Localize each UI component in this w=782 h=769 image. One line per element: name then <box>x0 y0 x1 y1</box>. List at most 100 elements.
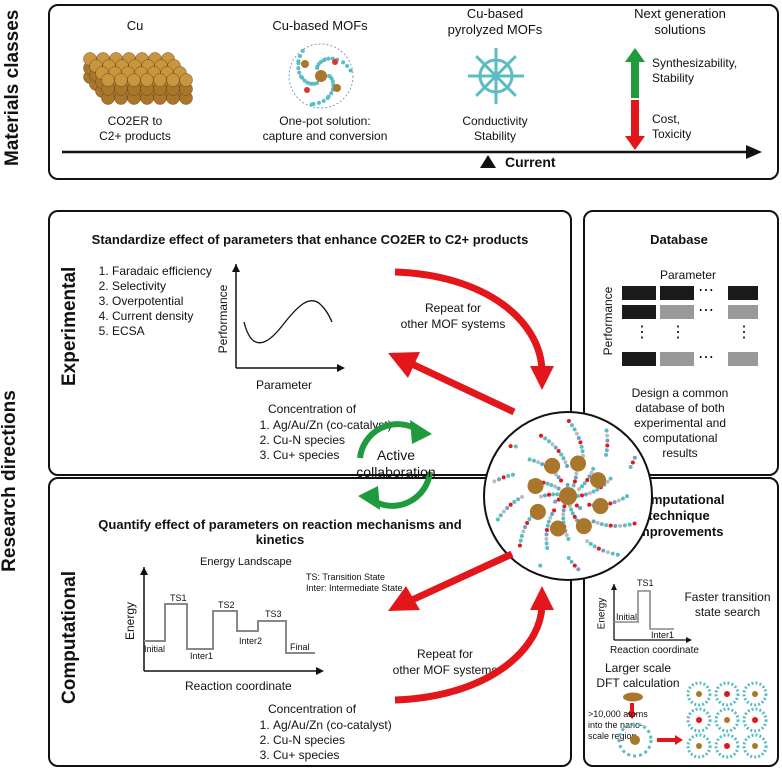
state-final: Final <box>290 642 310 652</box>
cu-mofs-desc-line1: One-pot solution: <box>279 114 371 128</box>
next-gen-up-line1: Synthesizability, <box>652 56 738 70</box>
atoms-line1: >10,000 atoms <box>588 709 648 719</box>
central-mof-structure-image <box>483 411 653 581</box>
exp-plot-ylabel: Performance <box>216 284 230 354</box>
active-collaboration-text: Active collaboration <box>348 447 444 481</box>
performance-vs-parameter-plot <box>232 264 345 372</box>
cu-mofs-title: Cu-based MOFs <box>272 18 368 33</box>
comp-repeat-line2: other MOF systems <box>392 663 498 677</box>
exp-concentration-list: Ag/Au/Zn (co-catalyst) Cu-N species Cu+ … <box>253 418 392 463</box>
energy-landscape-plot <box>140 567 324 675</box>
db-desc-line: results <box>662 446 698 460</box>
cu-slab-image <box>83 52 193 105</box>
experimental-label: Experimental <box>59 266 80 386</box>
state-inter2: Inter2 <box>239 636 263 646</box>
next-gen-title-line1: Next generation <box>634 6 726 21</box>
red-down-small-arrow-icon <box>627 703 637 719</box>
next-gen-title-line2: solutions <box>654 22 706 37</box>
larger-line2: DFT calculation <box>596 676 680 690</box>
database-panel <box>583 210 779 476</box>
red-straight-arrow-comp-left <box>388 550 514 611</box>
pyrolyzed-desc-line2: Stability <box>473 129 517 143</box>
mini-initial: Initial <box>616 612 638 622</box>
atoms-line2: into the nano- <box>588 720 644 730</box>
atoms-text: >10,000 atoms into the nano- scale regio… <box>588 709 648 742</box>
computational-title: Quantify effect of parameters on reactio… <box>60 517 500 547</box>
pyrolyzed-desc: Conductivity Stability <box>440 114 550 144</box>
state-ts2: TS2 <box>218 600 235 610</box>
mini-inter1: Inter1 <box>651 630 675 640</box>
energy-landscape-title: Energy Landscape <box>200 556 292 568</box>
comp-repeat-text: Repeat for other MOF systems <box>380 646 510 678</box>
experimental-metrics-list: Faradaic efficiency Selectivity Overpote… <box>92 264 212 339</box>
larger-line1: Larger scale <box>604 661 672 675</box>
exp-repeat-text: Repeat for other MOF systems <box>388 300 518 332</box>
comp-tech-title-line1: Computational <box>633 492 725 507</box>
small-cu-cluster-icon <box>623 692 643 702</box>
next-gen-up-text: Synthesizability, Stability <box>652 56 737 86</box>
db-desc-line: Design a common <box>631 386 729 400</box>
metric-item: ECSA <box>112 324 212 339</box>
cu-desc-line2: C2+ products <box>99 129 171 143</box>
state-ts1: TS1 <box>170 593 187 603</box>
cu-desc: CO2ER to C2+ products <box>75 114 195 144</box>
red-curved-arrow-exp-down <box>394 268 554 390</box>
research-directions-label: Research directions <box>0 390 20 572</box>
mini-plot-xlabel: Reaction coordinate <box>610 645 699 656</box>
metric-item: Faradaic efficiency <box>112 264 212 279</box>
database-vdots-2: ⋮ <box>670 324 686 341</box>
pyrolyzed-mof-image <box>468 48 524 104</box>
metric-item: Overpotential <box>112 294 212 309</box>
legend-ts: TS: Transition State <box>306 572 386 582</box>
experimental-panel <box>48 210 572 476</box>
db-desc-line: experimental and <box>633 416 727 430</box>
red-right-small-arrow-icon <box>657 735 683 745</box>
exp-concentration-title: Concentration of <box>268 402 357 416</box>
next-gen-down-line2: Toxicity <box>652 127 692 141</box>
cu-desc-line1: CO2ER to <box>107 114 163 128</box>
exp-plot-xlabel: Parameter <box>256 378 313 392</box>
landscape-xlabel: Reaction coordinate <box>185 679 292 693</box>
next-gen-down-line1: Cost, <box>652 112 681 126</box>
materials-classes-label: Materials classes <box>2 9 23 166</box>
database-vdots-3: ⋮ <box>736 324 752 341</box>
timeline-arrow <box>62 145 762 159</box>
exp-repeat-line1: Repeat for <box>424 301 482 315</box>
concentration-item: Cu+ species <box>273 748 392 763</box>
experimental-title: Standardize effect of parameters that en… <box>91 232 529 247</box>
computational-label: Computational <box>59 571 80 704</box>
faster-ts-text: Faster transition state search <box>680 590 775 620</box>
concentration-item: Cu+ species <box>273 448 392 463</box>
current-label: Current <box>505 154 556 170</box>
db-desc-line: database of both <box>635 401 725 415</box>
mini-ts1: TS1 <box>637 578 654 588</box>
metric-item: Selectivity <box>112 279 212 294</box>
active-collaboration-cycle-icon <box>357 420 433 510</box>
computational-panel <box>48 477 572 767</box>
comp-tech-title-line2: technique <box>648 508 710 523</box>
red-straight-arrow-exp-left <box>388 352 516 416</box>
collab-line1: Active <box>376 447 416 463</box>
database-title: Database <box>650 232 708 247</box>
large-mof-supercell-image <box>686 681 768 759</box>
cu-title: Cu <box>126 18 144 33</box>
concentration-item: Ag/Au/Zn (co-catalyst) <box>273 418 392 433</box>
faster-line1: Faster transition <box>684 590 771 604</box>
metric-item: Current density <box>112 309 212 324</box>
cu-mofs-desc-line2: capture and conversion <box>262 129 388 143</box>
database-ellipsis-2: ⋯ <box>698 302 714 319</box>
state-initial: Initial <box>144 644 166 654</box>
comp-title-line2: kinetics <box>255 532 305 547</box>
comp-tech-title-line3: improvements <box>634 524 724 539</box>
state-inter1: Inter1 <box>190 651 214 661</box>
concentration-item: Cu-N species <box>273 433 392 448</box>
cu-mofs-desc: One-pot solution: capture and conversion <box>255 114 395 144</box>
comp-technique-title: Computational technique improvements <box>583 492 775 540</box>
atoms-line3: scale region <box>588 731 637 741</box>
concentration-item: Cu-N species <box>273 733 392 748</box>
pyrolyzed-mofs-title: Cu-based pyrolyzed MOFs <box>435 6 555 38</box>
comp-title-line1: Quantify effect of parameters on reactio… <box>98 517 462 532</box>
concentration-item: Ag/Au/Zn (co-catalyst) <box>273 718 392 733</box>
pyrolyzed-title-line1: Cu-based <box>466 6 524 21</box>
database-grid <box>622 286 758 366</box>
